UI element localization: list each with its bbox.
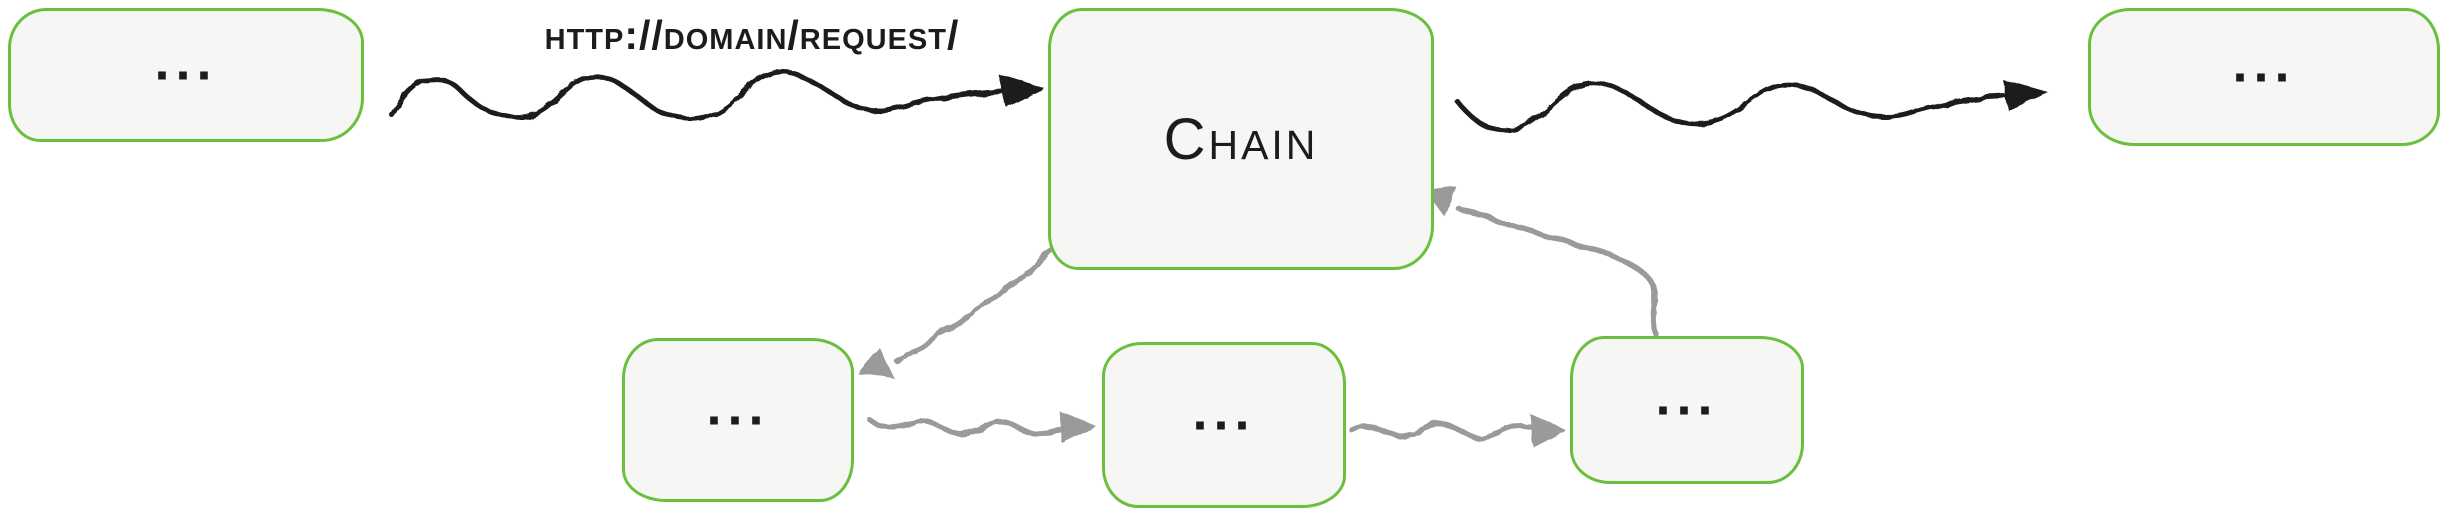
response-arrowhead	[2002, 79, 2048, 110]
handler-node-3: ...	[1570, 336, 1804, 484]
handler-node-1: ...	[622, 338, 854, 502]
request-arrow	[389, 69, 1044, 122]
handler-node-2-label: ...	[1192, 381, 1256, 442]
handler-node-3-label: ...	[1655, 366, 1719, 427]
destination-node-label: ...	[2232, 33, 2296, 94]
handler1-to-handler2-arrow	[867, 410, 1096, 443]
handler2-to-handler3-arrowhead	[1530, 414, 1566, 447]
handler3-to-chain-arrow	[1424, 186, 1659, 337]
destination-node: ...	[2088, 8, 2440, 146]
source-node-label: ...	[154, 31, 218, 92]
request-arrowhead	[998, 74, 1044, 107]
handler2-to-handler3-arrow	[1349, 414, 1566, 447]
response-arrow	[1455, 79, 2048, 134]
chain-to-handler1-arrowhead	[858, 348, 894, 378]
chain-node: Chain	[1048, 8, 1434, 270]
request-url-label: http://domain/request/	[544, 12, 960, 58]
source-node: ...	[8, 8, 364, 142]
handler1-to-handler2-arrowhead	[1058, 410, 1096, 443]
handler-node-2: ...	[1102, 342, 1346, 508]
handler-node-1-label: ...	[706, 376, 770, 437]
chain-node-label: Chain	[1163, 106, 1319, 172]
chain-to-handler1-arrow	[858, 227, 1088, 378]
